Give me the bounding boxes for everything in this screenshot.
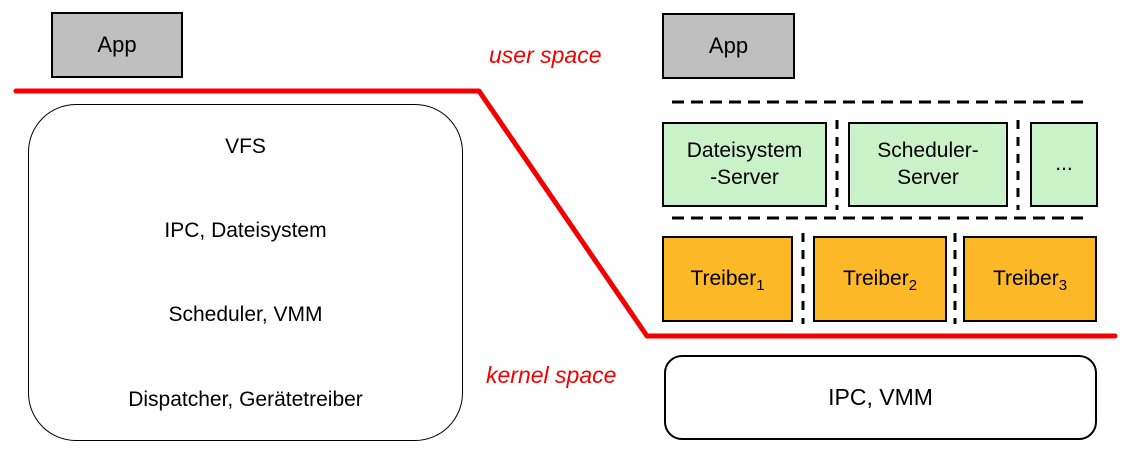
driver-label: Treiber2	[842, 267, 918, 295]
server-label-line1: Scheduler-	[877, 139, 979, 163]
driver-subscript: 3	[1058, 277, 1068, 295]
monolith-layer-dispatcher-geraetetreiber: Dispatcher, Gerätetreiber	[128, 387, 363, 411]
monolith-kernel-box: VFS IPC, Dateisystem Scheduler, VMM Disp…	[28, 104, 463, 441]
server-box-ellipsis: ...	[1030, 122, 1098, 207]
micro-app-label: App	[708, 33, 749, 58]
driver-label: Treiber1	[690, 267, 765, 295]
microkernel-label: IPC, VMM	[828, 384, 933, 410]
monolith-layer-scheduler-vmm: Scheduler, VMM	[168, 303, 323, 326]
server-label-line1: ...	[1055, 152, 1073, 176]
server-label-line1: Dateisystem	[686, 139, 803, 163]
server-box-dateisystem: Dateisystem -Server	[662, 122, 827, 207]
server-box-scheduler: Scheduler- Server	[848, 122, 1008, 207]
driver-box-2: Treiber2	[813, 236, 947, 322]
driver-box-1: Treiber1	[662, 236, 793, 322]
monolith-layer-vfs: VFS	[225, 135, 266, 158]
micro-app-box: App	[662, 13, 795, 79]
driver-label: Treiber3	[992, 267, 1068, 295]
user-space-label: user space	[489, 42, 602, 68]
microkernel-box: IPC, VMM	[664, 355, 1097, 440]
monolith-layer-ipc-dateisystem: IPC, Dateisystem	[164, 219, 327, 242]
driver-subscript: 1	[756, 277, 765, 295]
monolith-app-box: App	[51, 12, 183, 78]
server-label-line2: -Server	[710, 165, 779, 189]
server-label-line2: Server	[897, 165, 959, 189]
kernel-space-label: kernel space	[486, 362, 617, 388]
driver-box-3: Treiber3	[963, 236, 1097, 322]
driver-subscript: 2	[908, 277, 918, 295]
monolith-app-label: App	[97, 32, 137, 57]
